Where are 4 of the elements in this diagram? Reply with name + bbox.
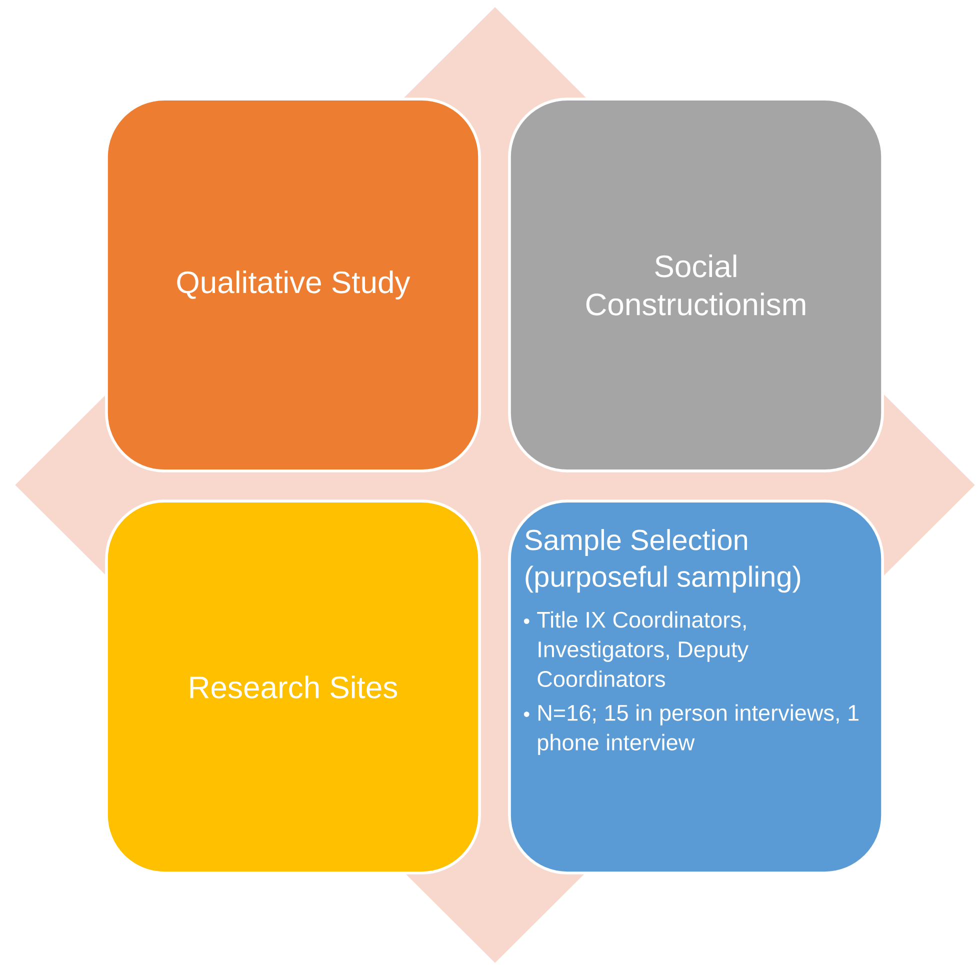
rounded-box: Sample Selection (purposeful sampling) Title IX Coordinators, Investigators, Deputy Coordinators N=16; 15 in person interviews, 1 phone interview	[508, 500, 884, 874]
rounded-box: Social Constructionism	[508, 98, 884, 472]
rounded-box: Research Sites	[105, 500, 481, 874]
rounded-box: Qualitative Study	[105, 98, 481, 472]
